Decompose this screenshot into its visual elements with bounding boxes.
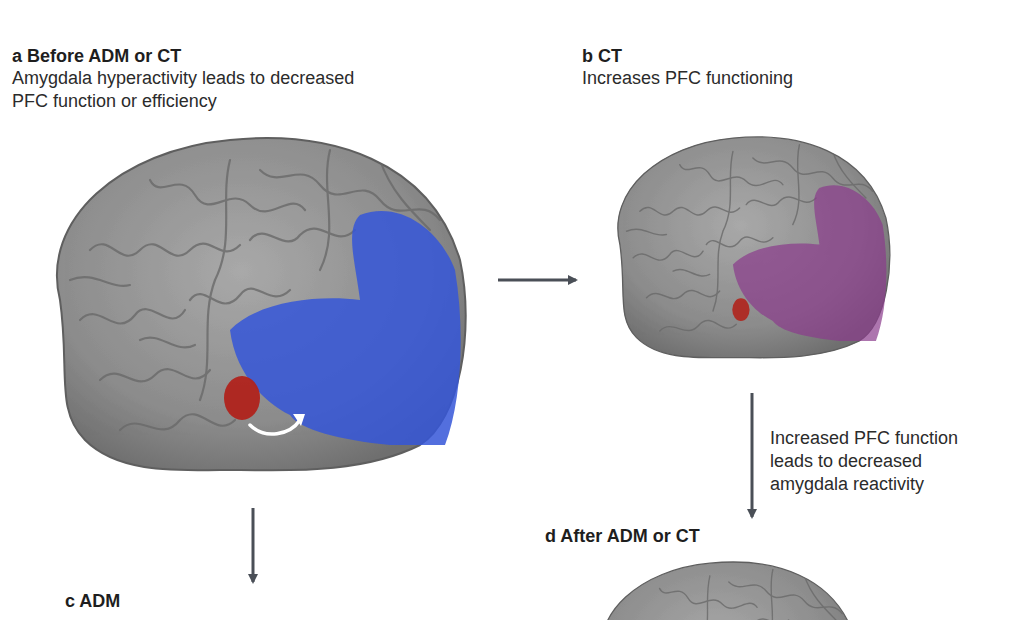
- panel-heading: c ADM: [65, 590, 465, 612]
- panel-c: c ADM: [65, 590, 465, 618]
- flow-arrow: [252, 508, 255, 582]
- flow-arrow: [498, 279, 576, 282]
- panel-description: Amygdala hyperactivity leads to decrease…: [12, 67, 357, 113]
- panel-a: a Before ADM or CTAmygdala hyperactivity…: [12, 45, 492, 500]
- panel-b: b CTIncreases PFC functioning: [582, 45, 1012, 385]
- panel-d: d After ADM or CT: [545, 525, 975, 620]
- panel-heading: b CT: [582, 45, 1012, 67]
- flow-arrow: [751, 393, 754, 517]
- panel-description: Increases PFC functioning: [582, 67, 902, 90]
- arrow-label: Increased PFC function leads to decrease…: [768, 427, 1002, 496]
- panel-heading: a Before ADM or CT: [12, 45, 492, 67]
- panel-heading: d After ADM or CT: [545, 525, 975, 547]
